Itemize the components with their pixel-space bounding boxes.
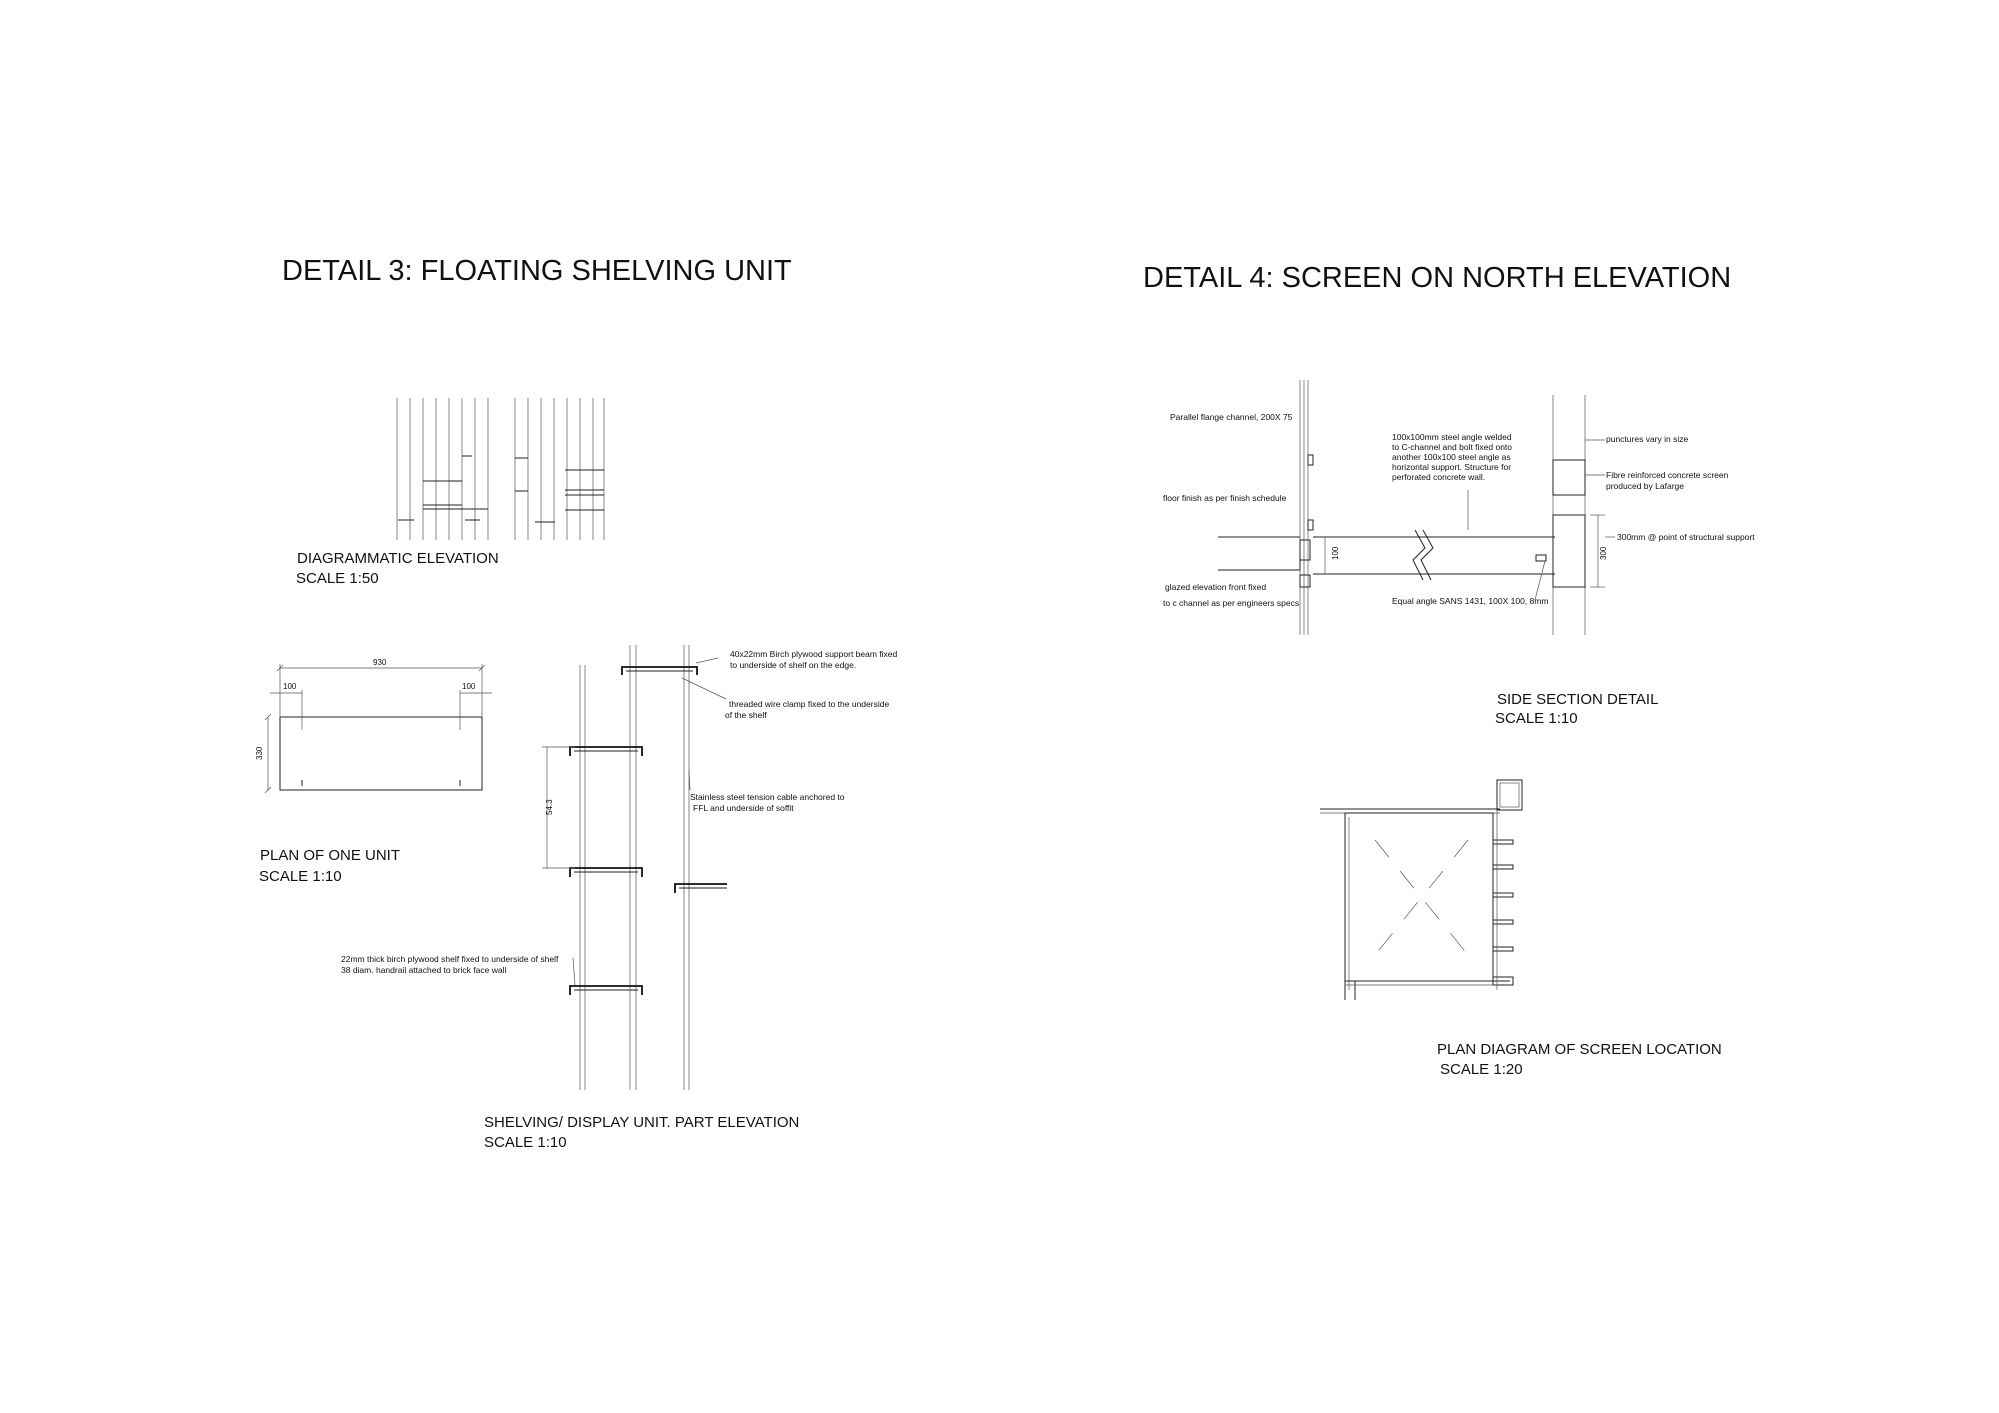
side-section-dim-300: 300 <box>1599 546 1608 560</box>
diagrammatic-elevation-caption: DIAGRAMMATIC ELEVATION <box>297 550 499 567</box>
diagrammatic-elevation-drawing <box>396 398 605 540</box>
part-elevation-caption: SHELVING/ DISPLAY UNIT. PART ELEVATION <box>484 1114 799 1131</box>
plan-one-unit-drawing <box>264 664 492 794</box>
detail4-title: DETAIL 4: SCREEN ON NORTH ELEVATION <box>1143 262 1731 294</box>
plan-unit-dim-right: 100 <box>462 682 476 691</box>
shelving-part-elevation-drawing <box>542 645 727 1090</box>
part-elevation-dim-spacing: 54.3 <box>545 799 554 815</box>
diagrammatic-elevation-scale: SCALE 1:50 <box>296 570 379 587</box>
note-glazed-line-1: glazed elevation front fixed <box>1165 582 1266 592</box>
note-clamp-line-1: threaded wire clamp fixed to the undersi… <box>729 699 889 709</box>
note-glazed-line-2: to c channel as per engineers specs <box>1163 598 1299 608</box>
note-floor: floor finish as per finish schedule <box>1163 493 1287 503</box>
plan-unit-scale: SCALE 1:10 <box>259 868 342 885</box>
side-section-dim-100: 100 <box>1331 546 1340 560</box>
note-cable-line-1: Stainless steel tension cable anchored t… <box>690 792 845 802</box>
note-angle-line-1: 100x100mm steel angle welded <box>1392 432 1512 442</box>
side-section-caption: SIDE SECTION DETAIL <box>1497 691 1658 708</box>
plan-unit-caption: PLAN OF ONE UNIT <box>260 847 400 864</box>
note-beam-line-2: to underside of shelf on the edge. <box>730 660 856 670</box>
note-beam-line-1: 40x22mm Birch plywood support beam fixed <box>730 649 898 659</box>
note-channel: Parallel flange channel, 200X 75 <box>1170 412 1293 422</box>
note-shelf-line-1: 22mm thick birch plywood shelf fixed to … <box>341 954 559 964</box>
plan-unit-dim-width: 930 <box>373 658 387 667</box>
side-section-scale: SCALE 1:10 <box>1495 710 1578 727</box>
detail3-title: DETAIL 3: FLOATING SHELVING UNIT <box>282 255 792 287</box>
note-shelf-line-2: 38 diam. handrail attached to brick face… <box>341 965 506 975</box>
note-angle-line-3: another 100x100 steel angle as <box>1392 452 1511 462</box>
plan-unit-dim-depth: 330 <box>255 746 264 760</box>
plan-screen-scale: SCALE 1:20 <box>1440 1061 1523 1078</box>
plan-unit-dim-left: 100 <box>283 682 297 691</box>
note-angle-line-5: perforated concrete wall. <box>1392 472 1485 482</box>
plan-screen-drawing <box>1320 779 1523 1000</box>
plan-screen-caption: PLAN DIAGRAM OF SCREEN LOCATION <box>1437 1041 1722 1058</box>
note-fibre-line-1: Fibre reinforced concrete screen <box>1606 470 1729 480</box>
side-section-drawing <box>1218 380 1615 635</box>
note-clamp-line-2: of the shelf <box>725 710 767 720</box>
note-angle-line-4: horizontal support. Structure for <box>1392 462 1511 472</box>
note-300-support: 300mm @ point of structural support <box>1617 532 1755 542</box>
note-equal-angle: Equal angle SANS 1431, 100X 100, 8mm <box>1392 596 1548 606</box>
note-cable-line-2: FFL and underside of soffit <box>693 803 794 813</box>
note-angle-line-2: to C-channel and bolt fixed onto <box>1392 442 1512 452</box>
note-punctures: punctures vary in size <box>1606 434 1688 444</box>
part-elevation-scale: SCALE 1:10 <box>484 1134 567 1151</box>
note-fibre-line-2: produced by Lafarge <box>1606 481 1684 491</box>
